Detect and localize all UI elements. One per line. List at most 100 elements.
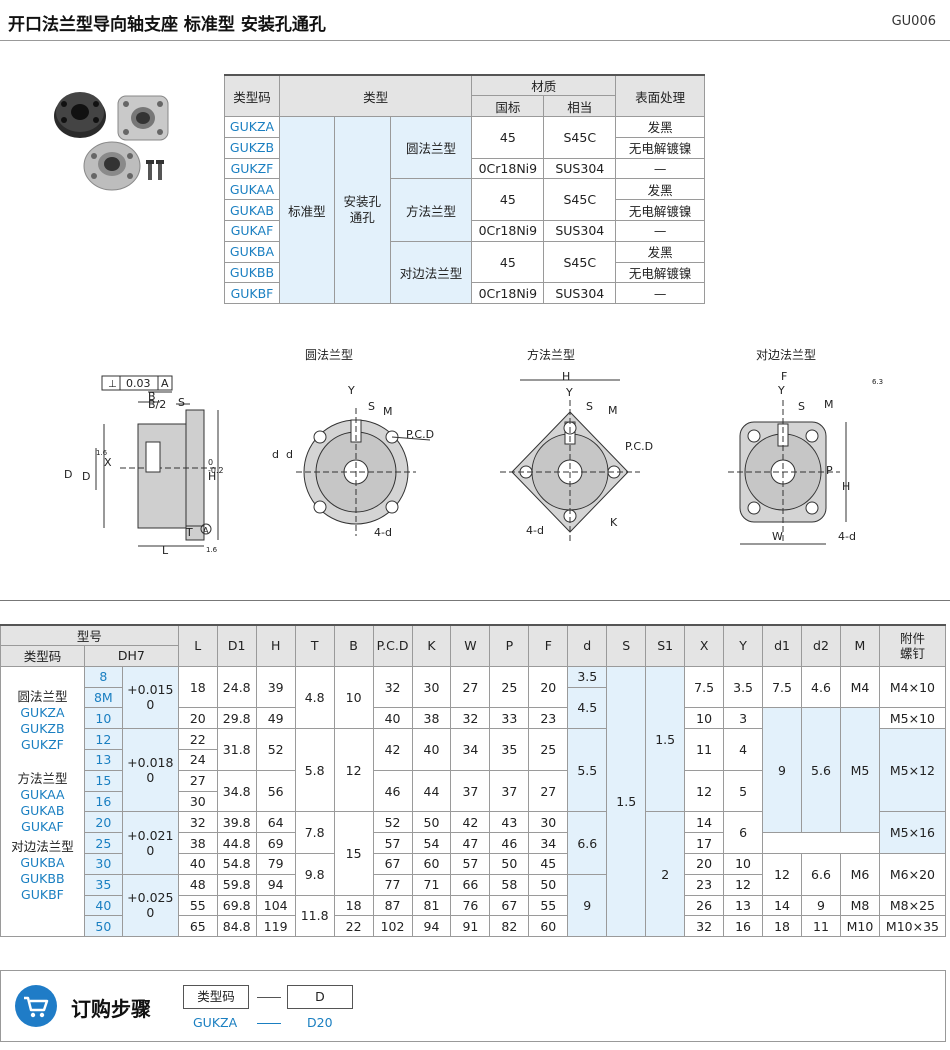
d-cell: 5.5: [567, 728, 608, 813]
d1-cell: 29.8: [216, 707, 257, 730]
equivalent-cell: S45C: [543, 116, 617, 159]
t-cell: 7.8: [294, 811, 335, 854]
x-cell: 20: [684, 852, 725, 875]
dh7-cell: 16: [83, 790, 123, 813]
dh7-cell: 8M: [83, 686, 123, 709]
w-cell: 66: [450, 873, 491, 896]
x-cell: 26: [684, 894, 725, 917]
p-cell: 50: [489, 852, 530, 875]
t-cell: 5.8: [294, 728, 335, 813]
l-cell: 55: [177, 894, 218, 917]
black-flange-part: [54, 92, 106, 138]
h-label: H: [208, 470, 216, 483]
b-cell: 12: [333, 728, 374, 813]
k-cell: 40: [411, 728, 452, 771]
spec-header-col: S: [606, 624, 647, 667]
mat-header-national: 国标: [471, 95, 545, 118]
drawing-title-sided: 对边法兰型: [756, 348, 817, 362]
four-d-label: 4-d: [374, 526, 392, 539]
w-label: W: [772, 530, 783, 543]
dh7-cell: 35: [83, 873, 123, 896]
w-cell: 37: [450, 769, 491, 813]
group-name-cell: 方法兰型: [389, 178, 473, 242]
d1-small-label: d: [272, 448, 279, 461]
type-group-code: GUKBA: [20, 854, 65, 870]
spec-header-col: X: [684, 624, 725, 667]
t-label: T: [185, 526, 193, 539]
b-half-label: B/2: [148, 398, 166, 411]
k-cell: 50: [411, 811, 452, 834]
product-photo: [54, 92, 169, 191]
type-code-cell: GUKZF: [224, 157, 280, 180]
dh7-cell: 12: [83, 728, 123, 750]
order-steps-panel: 订购步骤 类型码 D GUKZA D20: [0, 970, 946, 1042]
w-cell: 57: [450, 852, 491, 875]
d2s-cell: 11: [801, 915, 841, 938]
dh7-tolerance-cell: +0.021 0: [121, 811, 179, 875]
h-cell: 52: [255, 728, 296, 771]
w-cell: 32: [450, 707, 491, 730]
type-code-cell: GUKAF: [224, 220, 280, 242]
dh7-tolerance-cell: +0.018 0: [121, 728, 179, 813]
pcd-label: P.C.D: [406, 428, 434, 441]
spec-header-col: Y: [723, 624, 764, 667]
l-cell: 65: [177, 915, 218, 938]
mat-header-type-code: 类型码: [224, 74, 280, 118]
spec-header-model: 型号: [0, 624, 179, 646]
pcd-cell: 40: [372, 707, 413, 730]
y-cell: 6: [723, 811, 764, 854]
h-cell: 119: [255, 915, 296, 938]
square-flange-labels: H Y S M P.C.D 4-d K: [526, 370, 653, 537]
round-flange-view: [296, 408, 431, 536]
spec-header-col: P: [489, 624, 530, 667]
type-code-cell: GUKBF: [224, 282, 280, 305]
dh7-cell: 25: [83, 832, 123, 854]
pcd-cell: 32: [372, 665, 413, 709]
surface-cell: 无电解镀镍: [615, 261, 705, 284]
w-cell: 42: [450, 811, 491, 834]
spec-header-col: M: [839, 624, 880, 667]
spec-table: 型号 L D1 H T B P.C.D K W P F d S S1 X Y d…: [0, 624, 947, 938]
m-cell: M8: [839, 894, 880, 917]
surface-cell: —: [615, 220, 705, 242]
p-cell: 43: [489, 811, 530, 834]
d1s-cell: 12: [762, 852, 802, 896]
k-cell: 71: [411, 873, 452, 896]
l-cell: 40: [177, 852, 218, 875]
b-cell: 15: [333, 811, 374, 896]
m-label: M: [383, 405, 393, 418]
y-label: Y: [347, 384, 355, 397]
s1-cell: 1.5: [645, 665, 686, 813]
pcd-cell: 42: [372, 728, 413, 771]
type-group-name: 对边法兰型: [11, 838, 74, 854]
p-cell: 58: [489, 873, 530, 896]
screw-cell: M5×10: [878, 707, 947, 730]
type-group-code: GUKZF: [21, 736, 64, 752]
d2s-cell: 6.6: [801, 852, 841, 896]
square-flange-part: [117, 95, 169, 141]
surface-cell: —: [615, 282, 705, 305]
l-cell: 30: [177, 790, 218, 813]
surface-cell: —: [615, 157, 705, 180]
mat-header-surface: 表面处理: [615, 74, 705, 118]
cart-icon-glyph: [24, 996, 49, 1018]
f-cell: 20: [528, 665, 569, 709]
spec-header-col: d: [567, 624, 608, 667]
f-cell: 55: [528, 894, 569, 917]
f-cell: 60: [528, 915, 569, 938]
f-cell: 23: [528, 707, 569, 730]
dh7-cell: 40: [83, 894, 123, 917]
f-cell: 34: [528, 832, 569, 854]
page-title: 开口法兰型导向轴支座 标准型 安装孔通孔: [8, 15, 326, 35]
b-cell: 22: [333, 915, 374, 938]
roughness-2: 1.6: [206, 546, 218, 554]
roughness-3: 6.3: [872, 378, 883, 386]
f-cell: 50: [528, 873, 569, 896]
l-cell: 32: [177, 811, 218, 834]
pcd-cell: 87: [372, 894, 413, 917]
h-label-sided: H: [842, 480, 850, 493]
x-cell: 11: [684, 728, 725, 771]
y-label-square: Y: [565, 386, 573, 399]
dh7-cell: 30: [83, 852, 123, 875]
screw-parts: [146, 160, 164, 180]
